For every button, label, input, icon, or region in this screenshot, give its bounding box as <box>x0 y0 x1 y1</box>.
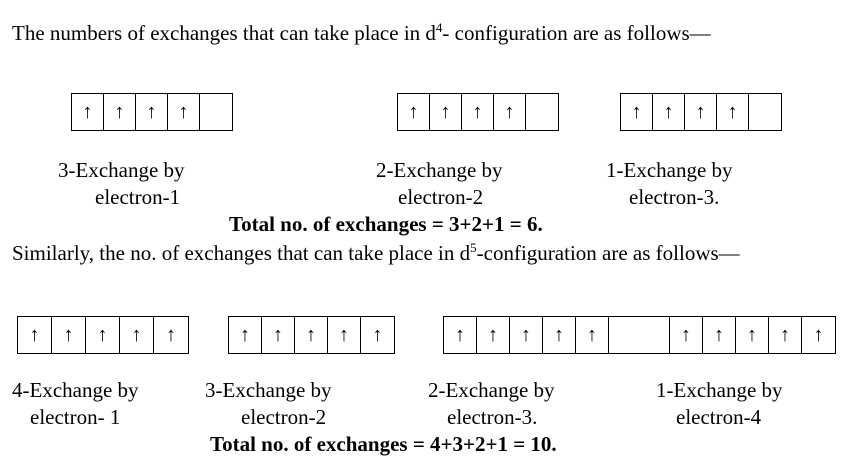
caption-line: 1-Exchange by <box>656 378 783 402</box>
orbital-cell: ↑ <box>430 94 462 130</box>
up-arrow-icon: ↑ <box>408 100 419 123</box>
caption-line: 2-Exchange by <box>428 378 555 402</box>
orbital-cell: ↑ <box>328 317 361 353</box>
up-arrow-icon: ↑ <box>178 100 189 123</box>
orbital-cell: ↑ <box>510 317 543 353</box>
orbital-box-d4-3: ↑ ↑ ↑ ↑ <box>620 93 782 131</box>
orbital-cell: ↑ <box>104 94 136 130</box>
up-arrow-icon: ↑ <box>372 323 383 346</box>
orbital-cell: ↑ <box>670 317 703 353</box>
caption-line: electron-4 <box>676 405 762 429</box>
orbital-cell: ↑ <box>802 317 835 353</box>
up-arrow-icon: ↑ <box>82 100 93 123</box>
orbital-cell: ↑ <box>462 94 494 130</box>
intro-d4: The numbers of exchanges that can take p… <box>12 20 711 45</box>
empty-orbital <box>526 94 558 130</box>
caption-line: electron-1 <box>95 185 181 209</box>
empty-orbital <box>749 94 781 130</box>
up-arrow-icon: ↑ <box>306 323 316 346</box>
up-arrow-icon: ↑ <box>131 323 142 346</box>
orbital-cell: ↑ <box>18 317 52 353</box>
up-arrow-icon: ↑ <box>587 323 597 346</box>
orbital-cell: ↑ <box>262 317 295 353</box>
orbital-cell: ↑ <box>136 94 168 130</box>
caption-line: 1-Exchange by <box>606 158 733 182</box>
up-arrow-icon: ↑ <box>747 323 757 346</box>
up-arrow-icon: ↑ <box>273 323 283 346</box>
orbital-cell: ↑ <box>736 317 769 353</box>
up-arrow-icon: ↑ <box>146 100 157 123</box>
orbital-box-d5-3: ↑ ↑ ↑ ↑ ↑ ↑ ↑ ↑ ↑ ↑ <box>443 316 836 354</box>
orbital-cell: ↑ <box>653 94 685 130</box>
orbital-cell: ↑ <box>168 94 200 130</box>
caption-line: electron-2 <box>398 185 484 209</box>
orbital-cell: ↑ <box>72 94 104 130</box>
caption-line: 3-Exchange by <box>58 158 185 182</box>
up-arrow-icon: ↑ <box>166 323 176 346</box>
orbital-cell: ↑ <box>229 317 262 353</box>
up-arrow-icon: ↑ <box>29 323 40 346</box>
orbital-cell: ↑ <box>444 317 477 353</box>
orbital-cell: ↑ <box>86 317 120 353</box>
up-arrow-icon: ↑ <box>554 323 564 346</box>
orbital-cell: ↑ <box>685 94 717 130</box>
orbital-cell: ↑ <box>295 317 328 353</box>
up-arrow-icon: ↑ <box>114 100 125 123</box>
caption-line: 2-Exchange by <box>376 158 503 182</box>
orbital-box-d5-2: ↑ ↑ ↑ ↑ ↑ <box>228 316 395 354</box>
up-arrow-icon: ↑ <box>681 323 691 346</box>
up-arrow-icon: ↑ <box>339 323 349 346</box>
orbital-box-d4-1: ↑ ↑ ↑ ↑ <box>71 93 233 131</box>
orbital-cell: ↑ <box>52 317 86 353</box>
caption-line: electron- 1 <box>30 405 121 429</box>
up-arrow-icon: ↑ <box>780 323 790 346</box>
up-arrow-icon: ↑ <box>504 100 515 123</box>
orbital-cell: ↑ <box>494 94 526 130</box>
orbital-cell: ↑ <box>576 317 609 353</box>
up-arrow-icon: ↑ <box>455 323 465 346</box>
empty-orbital <box>200 94 232 130</box>
up-arrow-icon: ↑ <box>440 100 451 123</box>
orbital-cell: ↑ <box>703 317 736 353</box>
up-arrow-icon: ↑ <box>488 323 498 346</box>
orbital-cell: ↑ <box>398 94 430 130</box>
orbital-box-d4-2: ↑ ↑ ↑ ↑ <box>397 93 559 131</box>
intro-d5: Similarly, the no. of exchanges that can… <box>12 240 740 265</box>
orbital-cell: ↑ <box>769 317 802 353</box>
up-arrow-icon: ↑ <box>813 323 824 346</box>
up-arrow-icon: ↑ <box>695 100 706 123</box>
total-d4: Total no. of exchanges = 3+2+1 = 6. <box>229 212 543 236</box>
up-arrow-icon: ↑ <box>472 100 483 123</box>
orbital-cell: ↑ <box>477 317 510 353</box>
caption-line: 4-Exchange by <box>12 378 139 402</box>
up-arrow-icon: ↑ <box>727 100 738 123</box>
total-d5: Total no. of exchanges = 4+3+2+1 = 10. <box>210 432 557 456</box>
orbital-box-d5-1: ↑ ↑ ↑ ↑ ↑ <box>17 316 189 354</box>
up-arrow-icon: ↑ <box>631 100 642 123</box>
caption-line: electron-3. <box>447 405 538 429</box>
up-arrow-icon: ↑ <box>714 323 724 346</box>
caption-line: electron-2 <box>241 405 327 429</box>
orbital-cell: ↑ <box>543 317 576 353</box>
up-arrow-icon: ↑ <box>97 323 108 346</box>
empty-orbital <box>609 317 670 353</box>
orbital-cell: ↑ <box>120 317 154 353</box>
orbital-cell: ↑ <box>154 317 188 353</box>
orbital-cell: ↑ <box>717 94 749 130</box>
up-arrow-icon: ↑ <box>521 323 531 346</box>
orbital-cell: ↑ <box>621 94 653 130</box>
up-arrow-icon: ↑ <box>63 323 74 346</box>
up-arrow-icon: ↑ <box>240 323 250 346</box>
orbital-cell: ↑ <box>361 317 394 353</box>
up-arrow-icon: ↑ <box>663 100 674 123</box>
caption-line: 3-Exchange by <box>205 378 332 402</box>
caption-line: electron-3. <box>629 185 720 209</box>
